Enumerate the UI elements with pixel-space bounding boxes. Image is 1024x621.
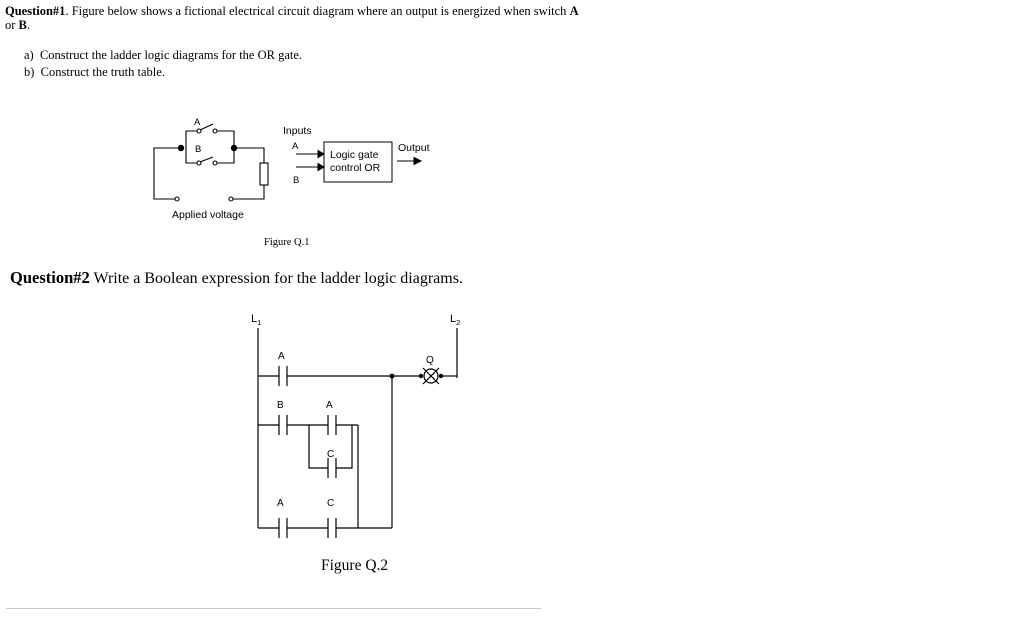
figure-q1-circuit: [153, 123, 269, 202]
label-inputs: Inputs: [283, 125, 312, 137]
subpart-a: a) Construct the ladder logic diagrams f…: [24, 48, 303, 62]
label-input-b: B: [293, 175, 299, 186]
caption-figure-q2: Figure Q.2: [321, 557, 388, 574]
output-lamp-cross-2: [422, 367, 440, 385]
logic-gate-block: [296, 141, 423, 183]
switch-a-wire-left: [185, 130, 197, 148]
caption-figure-q1: Figure Q.1: [264, 237, 310, 248]
right-wire-to-load: [234, 147, 265, 163]
left-loop-wire: [153, 147, 181, 200]
question-1-body: . Figure below shows a fictional electri…: [65, 4, 570, 18]
subpart-b: b) Construct the truth table.: [24, 65, 165, 79]
gate-text-line1: Logic gate: [330, 149, 379, 161]
label-switch-b: B: [195, 144, 201, 155]
output-lamp-ring: [423, 368, 439, 384]
parallel-c-branch-right: [336, 425, 353, 469]
output-arrowhead: [413, 156, 423, 166]
or-word: or: [5, 18, 19, 32]
question-1-subparts: a) Construct the ladder logic diagrams f…: [24, 47, 302, 81]
label-input-a: A: [292, 141, 299, 152]
switch-a-blade: [199, 123, 214, 131]
question-2-label: Question#2: [10, 268, 90, 287]
contact-label-a1: A: [278, 351, 285, 362]
parallel-c-branch-left: [308, 425, 328, 469]
question-2-text: Question#2 Write a Boolean expression fo…: [10, 268, 463, 288]
gate-text-line2: control OR: [330, 162, 381, 174]
input-b-arrowhead: [317, 162, 325, 172]
question-1-text: Question#1. Figure below shows a fiction…: [5, 4, 585, 32]
switch-a-ref: A: [569, 4, 579, 18]
contact-label-c1: C: [327, 449, 334, 460]
figure-q2-ladder: [257, 328, 458, 538]
switch-b-wire-right: [217, 148, 235, 164]
load-return-wire: [233, 185, 265, 200]
question-2-body: Write a Boolean expression for the ladde…: [89, 270, 463, 287]
output-label-q: Q: [426, 355, 434, 366]
output-node-left: [418, 373, 424, 379]
switch-b-contact-right: [212, 160, 218, 166]
bottom-divider: [6, 608, 541, 609]
switch-a-contact-right: [212, 128, 218, 134]
switch-a-contact-left: [196, 128, 202, 134]
question-1-label: Question#1: [5, 4, 66, 18]
rail-right-label: L2: [450, 313, 460, 327]
logic-gate-box: [323, 141, 393, 183]
load-element: [259, 162, 269, 186]
rail-left-label: L1: [251, 313, 261, 327]
contact-label-b: B: [277, 400, 284, 411]
label-output: Output: [398, 142, 430, 154]
label-switch-a: A: [194, 117, 201, 128]
label-applied-voltage: Applied voltage: [172, 209, 244, 221]
switch-a-wire-right: [217, 130, 235, 148]
voltage-terminal-left: [174, 196, 180, 202]
input-a-arrowhead: [317, 149, 325, 159]
contact-label-a2: A: [326, 400, 333, 411]
switch-b-blade: [199, 156, 214, 163]
switch-b-contact-left: [196, 160, 202, 166]
contact-label-a3: A: [277, 498, 284, 509]
voltage-terminal-right: [228, 196, 234, 202]
period: .: [26, 18, 31, 32]
switch-b-ref: B: [18, 18, 27, 32]
contact-label-c2: C: [327, 498, 334, 509]
switch-b-wire-left: [185, 148, 197, 164]
